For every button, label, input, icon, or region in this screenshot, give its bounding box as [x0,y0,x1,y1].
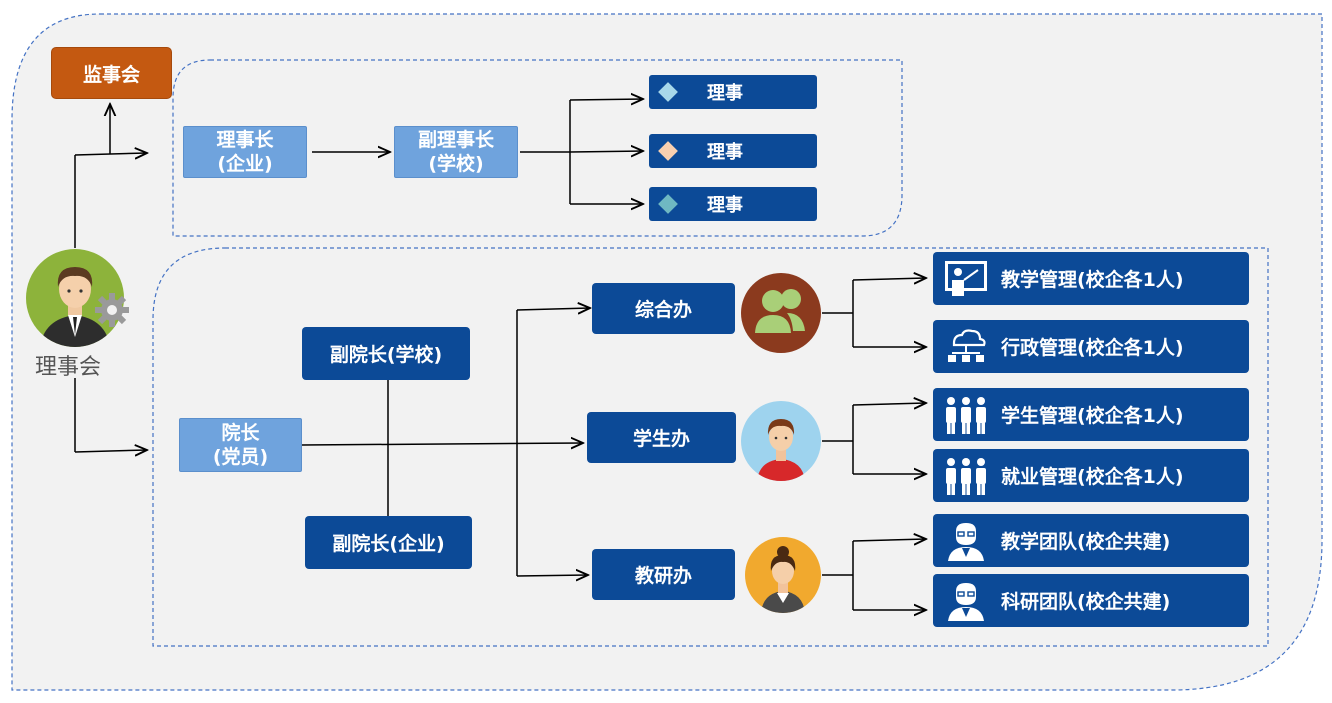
chairman-note: (企业) [217,153,273,175]
leaf-box: 行政管理(校企各1人) [933,320,1249,373]
director-label: 理事 [707,142,743,163]
president-box: 院长 (党员) [179,418,302,472]
supervisors-box: 监事会 [51,47,172,99]
director-box: 理事 [649,75,817,109]
diamond-icon [657,140,679,162]
director-label: 理事 [707,83,743,104]
vp-enterprise-box: 副院长(企业) [305,516,472,569]
person-icon [943,581,989,621]
chairman-title: 理事长 [216,129,274,151]
leaf-box: 学生管理(校企各1人) [933,388,1249,441]
board-avatar [26,249,124,347]
leaf-label: 科研团队(校企共建) [1001,591,1171,613]
person-icon [943,521,989,561]
gear-icon [95,293,129,327]
chairman-box: 理事长 (企业) [183,126,307,178]
vp-school-box: 副院长(学校) [302,327,470,380]
leaf-label: 教学团队(校企共建) [1001,531,1171,553]
director-label: 理事 [707,195,743,216]
teacher-avatar-icon [745,537,821,613]
board-label: 理事会 [35,355,102,380]
teacher-board-icon [943,259,989,299]
people-icon [943,395,989,435]
office-box: 学生办 [587,412,736,463]
vice-chairman-title: 副理事长 [417,129,494,151]
director-box: 理事 [649,187,817,221]
group-avatar-icon [741,273,821,353]
people-icon [943,456,989,496]
vp-enterprise-label: 副院长(企业) [332,533,445,555]
diamond-icon [657,81,679,103]
businessman-icon [40,267,110,347]
leaf-label: 教学管理(校企各1人) [1001,269,1184,291]
president-title: 院长 [221,422,260,444]
leaf-label: 学生管理(校企各1人) [1001,405,1184,427]
diamond-icon [657,193,679,215]
office-label: 综合办 [634,299,692,321]
board-panel [172,59,903,237]
office-label: 学生办 [632,428,690,450]
office-label: 教研办 [634,565,692,587]
leaf-label: 行政管理(校企各1人) [1001,337,1184,359]
vice-chairman-box: 副理事长 (学校) [394,126,518,178]
director-box: 理事 [649,134,817,168]
leaf-box: 教学管理(校企各1人) [933,252,1249,305]
network-icon [943,327,989,367]
leaf-box: 教学团队(校企共建) [933,514,1249,567]
leaf-box: 就业管理(校企各1人) [933,449,1249,502]
student-avatar-icon [741,401,821,481]
vp-school-label: 副院长(学校) [329,344,443,366]
admin-panel [152,247,1269,647]
supervisors-label: 监事会 [82,63,140,86]
leaf-box: 科研团队(校企共建) [933,574,1249,627]
office-box: 综合办 [592,283,735,334]
office-box: 教研办 [592,549,735,600]
leaf-label: 就业管理(校企各1人) [1001,466,1184,488]
president-note: (党员) [212,446,269,468]
vice-chairman-note: (学校) [428,153,484,175]
